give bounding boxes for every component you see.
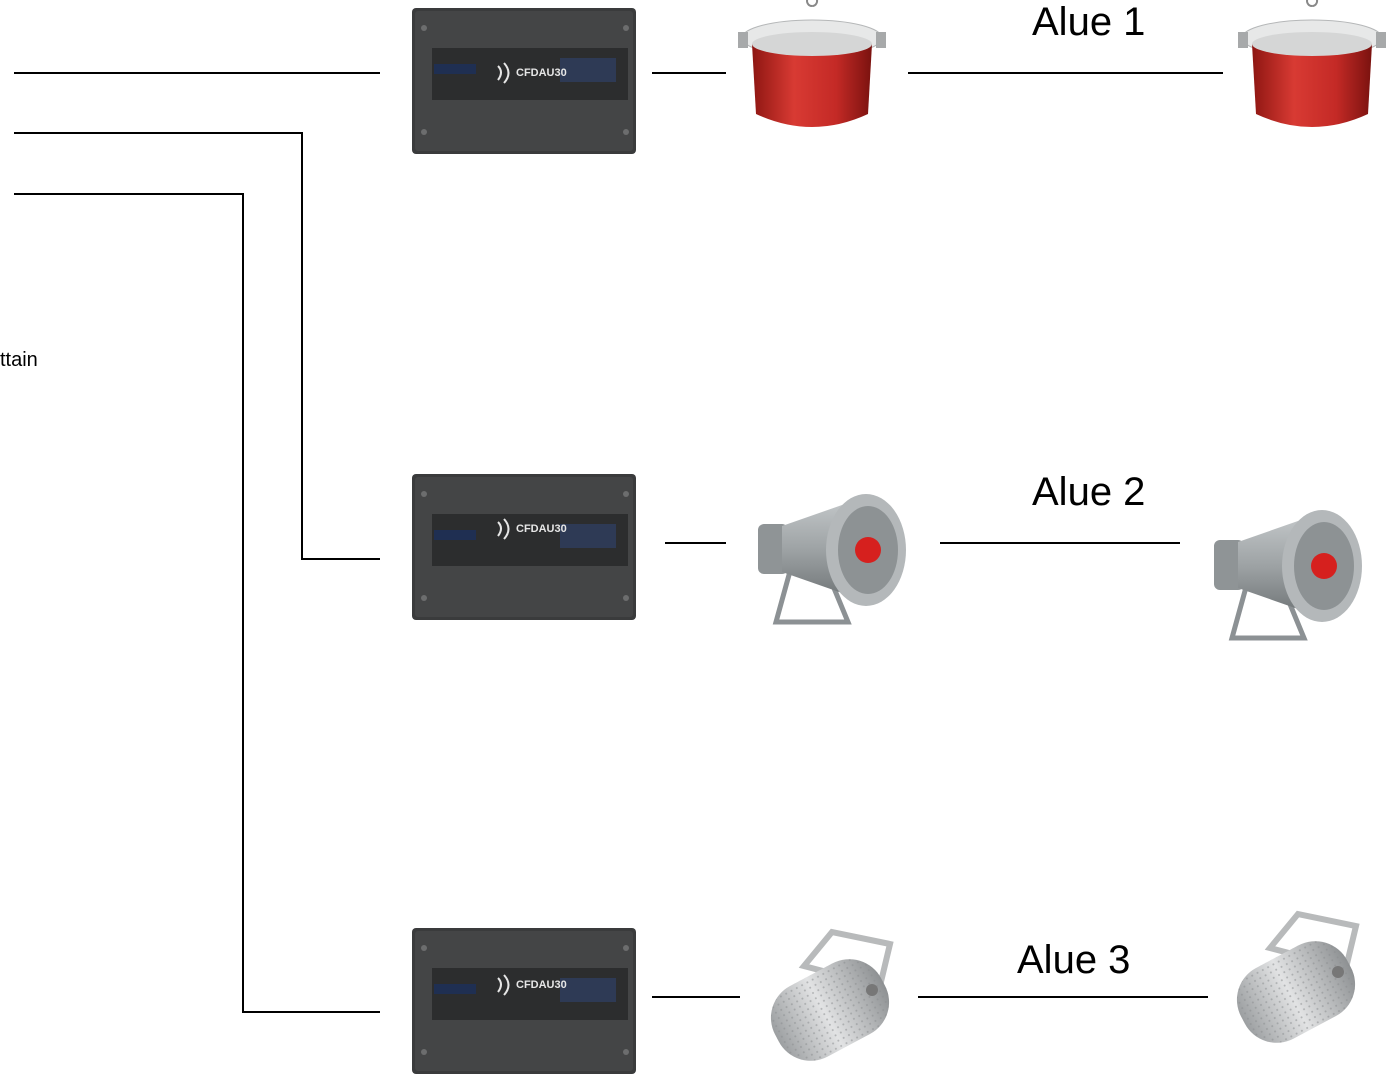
panel-2-model: CFDAU30 <box>516 523 567 535</box>
ceiling-speaker-icon <box>738 0 886 127</box>
amplifier-panel-1: CFDAU30 <box>412 8 636 154</box>
wiring-lines <box>14 72 1223 1013</box>
zone-3-label: Alue 3 <box>1017 938 1131 982</box>
feed-line-3 <box>14 193 380 1013</box>
panel-3-model: CFDAU30 <box>516 979 567 991</box>
cylinder-speaker-icon <box>770 928 894 1061</box>
horn-speaker-icon <box>1214 510 1362 641</box>
amplifier-panel-3: CFDAU30 <box>412 928 636 1074</box>
zone-2-label: Alue 2 <box>1032 470 1146 514</box>
cylinder-speaker-icon <box>1236 910 1360 1043</box>
panel-1-model: CFDAU30 <box>516 67 567 79</box>
feed-line-2 <box>14 132 380 560</box>
zone-1-label: Alue 1 <box>1032 0 1146 44</box>
amplifier-panel-2: CFDAU30 <box>412 474 636 620</box>
side-text: ttain <box>0 349 38 371</box>
horn-speaker-icon <box>758 494 906 625</box>
ceiling-speaker-icon <box>1238 0 1386 127</box>
